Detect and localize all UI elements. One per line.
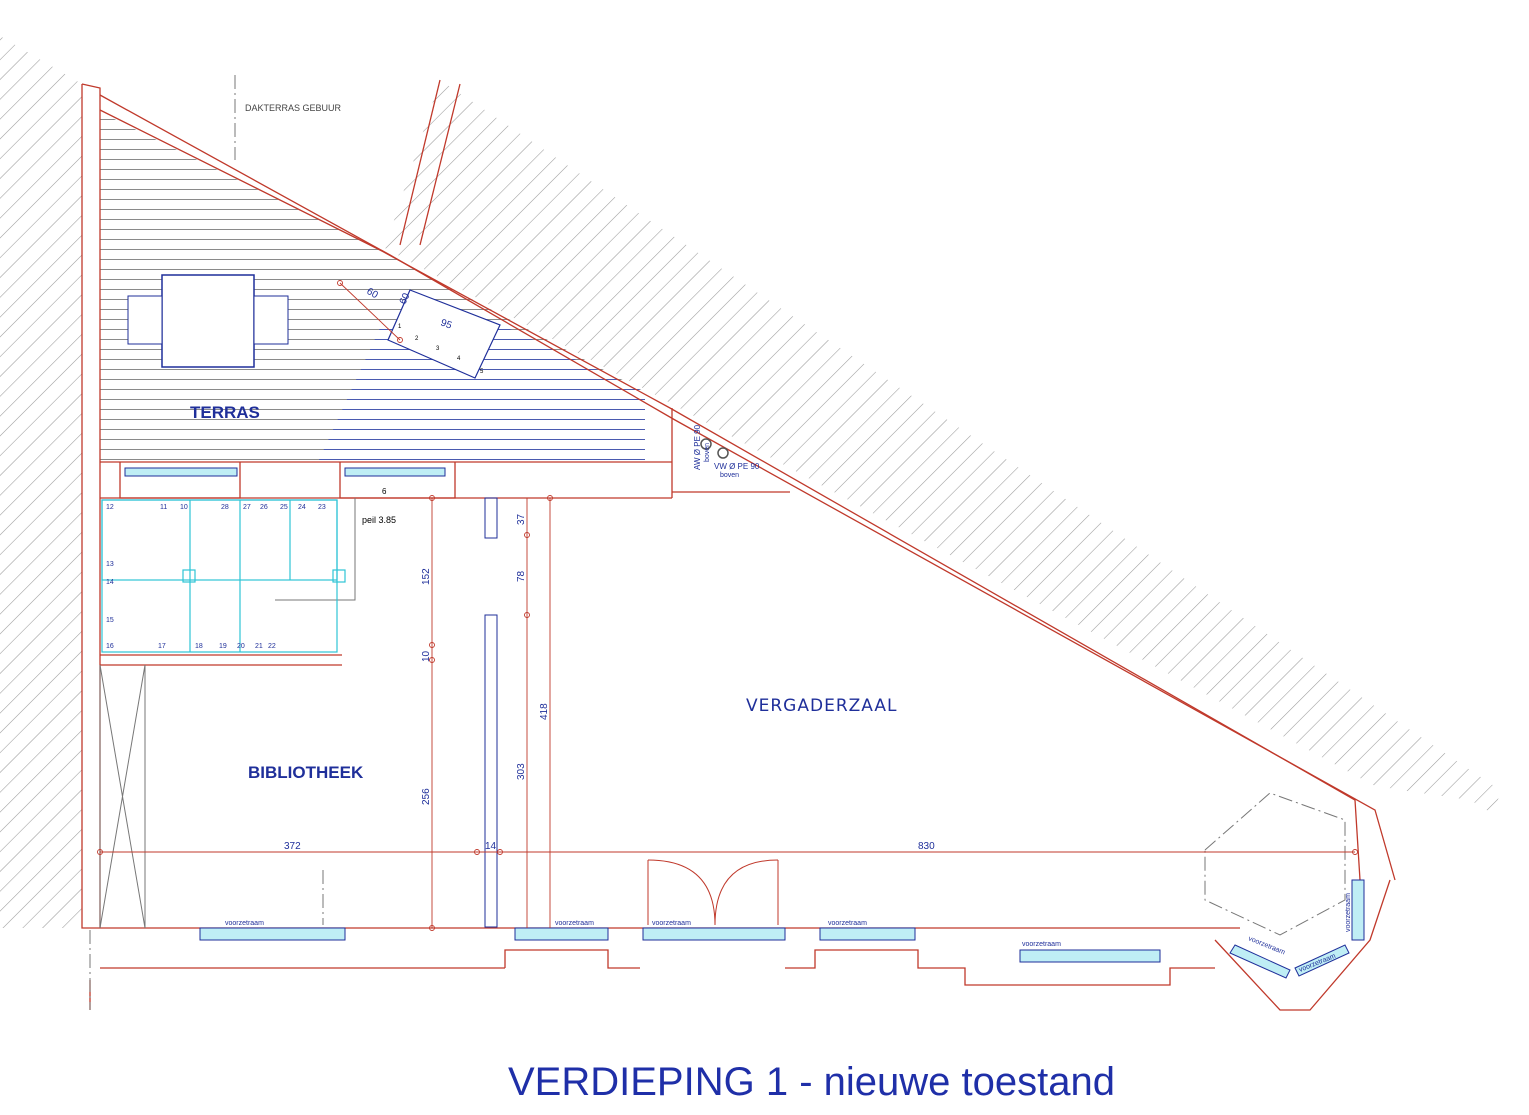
terrace-deck: [100, 112, 645, 462]
dim-60a: 60: [365, 286, 381, 301]
window-front-1: [199, 927, 346, 941]
dim-152: 152: [421, 568, 432, 585]
step-25: 25: [280, 504, 288, 511]
terrace-stair-numbers: 1 2 3 4 5: [398, 324, 484, 375]
step-21: 21: [255, 643, 263, 650]
hatched-neighbour-right: [385, 80, 1500, 815]
dim-78: 78: [516, 570, 527, 582]
window-bay-3: [1351, 879, 1365, 941]
tstep-4: 4: [457, 356, 461, 362]
window-front-5: [1019, 949, 1161, 963]
step-26: 26: [260, 504, 268, 511]
step-16: 16: [106, 643, 114, 650]
window-terrace-2: [344, 467, 446, 477]
pipe-symbols: [700, 438, 729, 459]
label-secondary-window-7: voorzetraam: [1298, 953, 1337, 974]
terrace-bench-right: [253, 295, 289, 345]
label-secondary-window-8: voorzetraam: [1345, 893, 1352, 932]
dim-418: 418: [539, 703, 550, 720]
step-23: 23: [318, 504, 326, 511]
label-meeting-room: VERGADERZAAL: [746, 696, 897, 716]
step-24: 24: [298, 504, 306, 511]
label-aw: AW Ø PE 90: [693, 424, 702, 470]
label-secondary-window-1: voorzetraam: [225, 920, 264, 927]
window-bay-1: [1229, 944, 1291, 979]
dimension-lines: [97, 280, 1358, 931]
label-neighbour-terrace: DAKTERRAS GEBUUR: [245, 103, 342, 113]
label-vw-sub: boven: [720, 472, 739, 479]
column-top: [484, 497, 498, 539]
tstep-3: 3: [436, 346, 440, 352]
step-15: 15: [106, 617, 114, 624]
step-11: 11: [160, 504, 167, 511]
dim-95: 95: [439, 317, 454, 331]
window-bay-2: [1294, 944, 1350, 977]
stair-numbers-top: 12 11 10 28 27 26 25 24 23: [106, 504, 326, 511]
tstep-2: 2: [415, 336, 419, 342]
dim-830: 830: [918, 841, 935, 852]
walls: [81, 79, 1396, 1011]
stair-numbers-left: 13 14 15: [106, 561, 114, 624]
window-front-4: [819, 927, 916, 941]
dim-372: 372: [284, 841, 301, 852]
window-terrace-1: [124, 467, 238, 477]
dim-37: 37: [516, 513, 527, 525]
label-aw-sub: boven: [704, 443, 711, 462]
label-secondary-window-5: voorzetraam: [1022, 941, 1061, 948]
label-secondary-window-2: voorzetraam: [555, 920, 594, 927]
step-12: 12: [106, 504, 114, 511]
window-front-2: [514, 927, 609, 941]
aw-pipe-icon: [700, 438, 712, 450]
column-partition: [484, 614, 498, 928]
step-18: 18: [195, 643, 203, 650]
step-28: 28: [221, 504, 229, 511]
tstep-1: 1: [398, 324, 402, 330]
terrace-stair: [387, 289, 501, 379]
step-10: 10: [180, 504, 188, 511]
plan-title: VERDIEPING 1 - nieuwe toestand: [508, 1060, 1115, 1104]
label-vw: VW Ø PE 90: [714, 462, 760, 471]
inner-stair: [101, 499, 346, 653]
label-secondary-window-4: voorzetraam: [828, 920, 867, 927]
step-14: 14: [106, 579, 114, 586]
window-front-3: [642, 927, 786, 941]
hatched-neighbour-left: [0, 36, 82, 928]
step-19: 19: [219, 643, 227, 650]
dim-6: 6: [382, 487, 387, 496]
label-terrace: TERRAS: [190, 403, 260, 422]
step-22: 22: [268, 643, 276, 650]
guide-lines: [89, 75, 1346, 1010]
label-secondary-window-3: voorzetraam: [652, 920, 691, 927]
step-17: 17: [158, 643, 166, 650]
interior-walls: [99, 497, 779, 929]
windows: [124, 467, 1365, 979]
dim-256: 256: [421, 788, 432, 805]
label-library: BIBLIOTHEEK: [248, 763, 364, 782]
dim-14: 14: [485, 841, 497, 852]
terrace-bench-left: [127, 295, 163, 345]
terrace-table: [161, 274, 255, 368]
tstep-5: 5: [480, 369, 484, 375]
dim-303: 303: [516, 763, 527, 780]
step-20: 20: [237, 643, 245, 650]
dim-60b: 60: [398, 291, 413, 306]
dim-10: 10: [421, 650, 432, 662]
stair-numbers-bottom: 16 17 18 19 20 21 22: [106, 643, 276, 650]
vw-pipe-icon: [717, 447, 729, 459]
step-13: 13: [106, 561, 114, 568]
label-level: peil 3.85: [362, 515, 396, 525]
step-27: 27: [243, 504, 251, 511]
